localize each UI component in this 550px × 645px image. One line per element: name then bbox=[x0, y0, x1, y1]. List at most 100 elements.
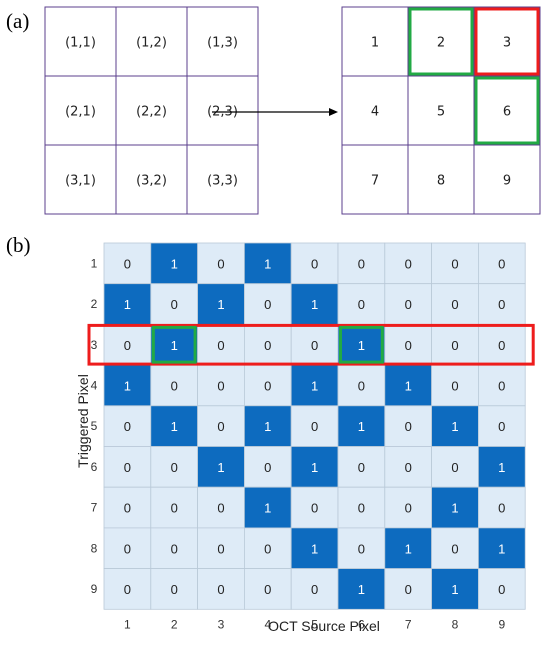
matrix-cell bbox=[150, 405, 199, 447]
matrix-cell-value: 0 bbox=[498, 582, 505, 597]
matrix-cell bbox=[337, 323, 386, 366]
matrix-cell bbox=[431, 568, 479, 610]
y-tick-label: 6 bbox=[91, 460, 98, 474]
matrix-cell bbox=[197, 568, 245, 610]
matrix-cell bbox=[150, 486, 199, 529]
matrix-cell-value: 1 bbox=[217, 297, 224, 312]
panel-b: 0 1 0 1 0 0 0 0 0 1 0 1 0 1 0 0 0 0 0 1 0 0 0 1 0 0 0 1 0 0 0 1 0 1 0 0 0 1 0 1… bbox=[75, 242, 535, 634]
matrix-cell bbox=[337, 486, 386, 529]
y-tick-label: 5 bbox=[91, 419, 98, 433]
matrix-cell bbox=[384, 568, 432, 610]
matrix-cell-value: 0 bbox=[264, 541, 271, 556]
matrix-cell bbox=[477, 364, 526, 407]
matrix-cell bbox=[290, 486, 339, 529]
pixel-highlight-box bbox=[474, 7, 540, 76]
indexed-pixel-cell bbox=[473, 6, 541, 77]
matrix-cell-value: 0 bbox=[124, 541, 131, 556]
matrix-cell-value: 0 bbox=[451, 338, 458, 353]
matrix-cell-value: 1 bbox=[264, 419, 271, 434]
matrix-cell-value: 0 bbox=[311, 582, 318, 597]
matrix-cell-value: 1 bbox=[311, 460, 318, 475]
matrix-cell-value: 1 bbox=[358, 338, 365, 353]
matrix-cell-value: 0 bbox=[358, 378, 365, 393]
matrix-cell bbox=[290, 242, 339, 285]
row-highlight-box bbox=[87, 323, 535, 366]
matrix-cell bbox=[431, 364, 479, 407]
matrix-cell bbox=[337, 446, 386, 488]
highlight-overlays bbox=[87, 323, 535, 366]
source-pixel-cell-label: (1,2) bbox=[136, 36, 167, 51]
indexed-pixel-cell bbox=[473, 144, 541, 215]
mapping-arrow bbox=[212, 108, 338, 116]
matrix-cell-value: 0 bbox=[311, 419, 318, 434]
matrix-cell-value: 0 bbox=[405, 297, 412, 312]
indexed-pixel-cell-label: 3 bbox=[503, 36, 511, 51]
source-pixel-grid: (1,1)(1,2)(1,3)(2,1)(2,2)(2,3)(3,1)(3,2)… bbox=[44, 6, 259, 215]
matrix-cell bbox=[337, 283, 386, 325]
matrix-cell-value: 0 bbox=[498, 378, 505, 393]
matrix-cell-value: 0 bbox=[358, 460, 365, 475]
source-pixel-cell bbox=[115, 144, 188, 215]
matrix-cell-value: 0 bbox=[124, 582, 131, 597]
matrix-cell-value: 0 bbox=[405, 501, 412, 516]
x-tick-label: 3 bbox=[218, 617, 225, 631]
matrix-cell bbox=[290, 323, 339, 366]
matrix-cell-value: 0 bbox=[217, 541, 224, 556]
matrix-cell-value: 1 bbox=[124, 297, 131, 312]
matrix-cell-value: 0 bbox=[405, 582, 412, 597]
matrix-cell bbox=[290, 568, 339, 610]
matrix-cell-value: 0 bbox=[498, 256, 505, 271]
matrix-cell-value: 0 bbox=[311, 338, 318, 353]
y-tick-label: 2 bbox=[91, 297, 98, 311]
matrix-cell bbox=[103, 446, 152, 488]
matrix-cell bbox=[197, 323, 245, 366]
y-tick-label: 4 bbox=[91, 378, 98, 392]
matrix-cell-value: 0 bbox=[498, 297, 505, 312]
matrix-cell-value: 0 bbox=[124, 256, 131, 271]
x-tick-label: 1 bbox=[124, 617, 131, 631]
matrix-cell bbox=[150, 527, 199, 570]
matrix-cell bbox=[103, 486, 152, 529]
matrix-cell bbox=[243, 568, 292, 610]
matrix-cell-value: 1 bbox=[217, 460, 224, 475]
matrix-cell bbox=[243, 405, 292, 447]
matrix-cell-value: 0 bbox=[498, 338, 505, 353]
matrix-cell-value: 0 bbox=[451, 460, 458, 475]
matrix-cell bbox=[477, 242, 526, 285]
matrix-cell-value: 0 bbox=[264, 378, 271, 393]
matrix-cell-value: 0 bbox=[451, 256, 458, 271]
indexed-pixel-cell-label: 6 bbox=[503, 105, 511, 120]
matrix-cell bbox=[384, 242, 432, 285]
matrix-cell bbox=[477, 283, 526, 325]
source-pixel-cell-label: (2,1) bbox=[65, 105, 96, 120]
matrix-cell-value: 0 bbox=[405, 256, 412, 271]
matrix-cell-value: 0 bbox=[405, 460, 412, 475]
matrix-cell-value: 1 bbox=[498, 541, 505, 556]
matrix-cell-value: 0 bbox=[451, 378, 458, 393]
matrix-cell-value: 1 bbox=[124, 378, 131, 393]
matrix-cell-value: 0 bbox=[358, 297, 365, 312]
matrix-cell-value: 0 bbox=[405, 338, 412, 353]
source-pixel-cell-label: (3,2) bbox=[136, 174, 167, 189]
matrix-cell-value: 0 bbox=[124, 501, 131, 516]
matrix-cell bbox=[243, 446, 292, 488]
matrix-cell-value: 1 bbox=[264, 256, 271, 271]
matrix-cell-value: 0 bbox=[217, 582, 224, 597]
matrix-cell-value: 0 bbox=[498, 419, 505, 434]
x-tick-label: 8 bbox=[452, 617, 459, 631]
matrix-cell bbox=[150, 364, 199, 407]
x-tick-label: 6 bbox=[358, 617, 365, 631]
matrix-cell bbox=[477, 486, 526, 529]
y-tick-label: 9 bbox=[91, 582, 98, 596]
indexed-pixel-cell-label: 2 bbox=[437, 36, 445, 51]
matrix-cell bbox=[197, 242, 245, 285]
matrix-cell-value: 1 bbox=[405, 541, 412, 556]
indexed-pixel-cell-label: 1 bbox=[371, 36, 379, 51]
indexed-pixel-cell-label: 7 bbox=[371, 174, 379, 189]
matrix-cell-value: 0 bbox=[358, 501, 365, 516]
matrix-cell-value: 0 bbox=[124, 419, 131, 434]
